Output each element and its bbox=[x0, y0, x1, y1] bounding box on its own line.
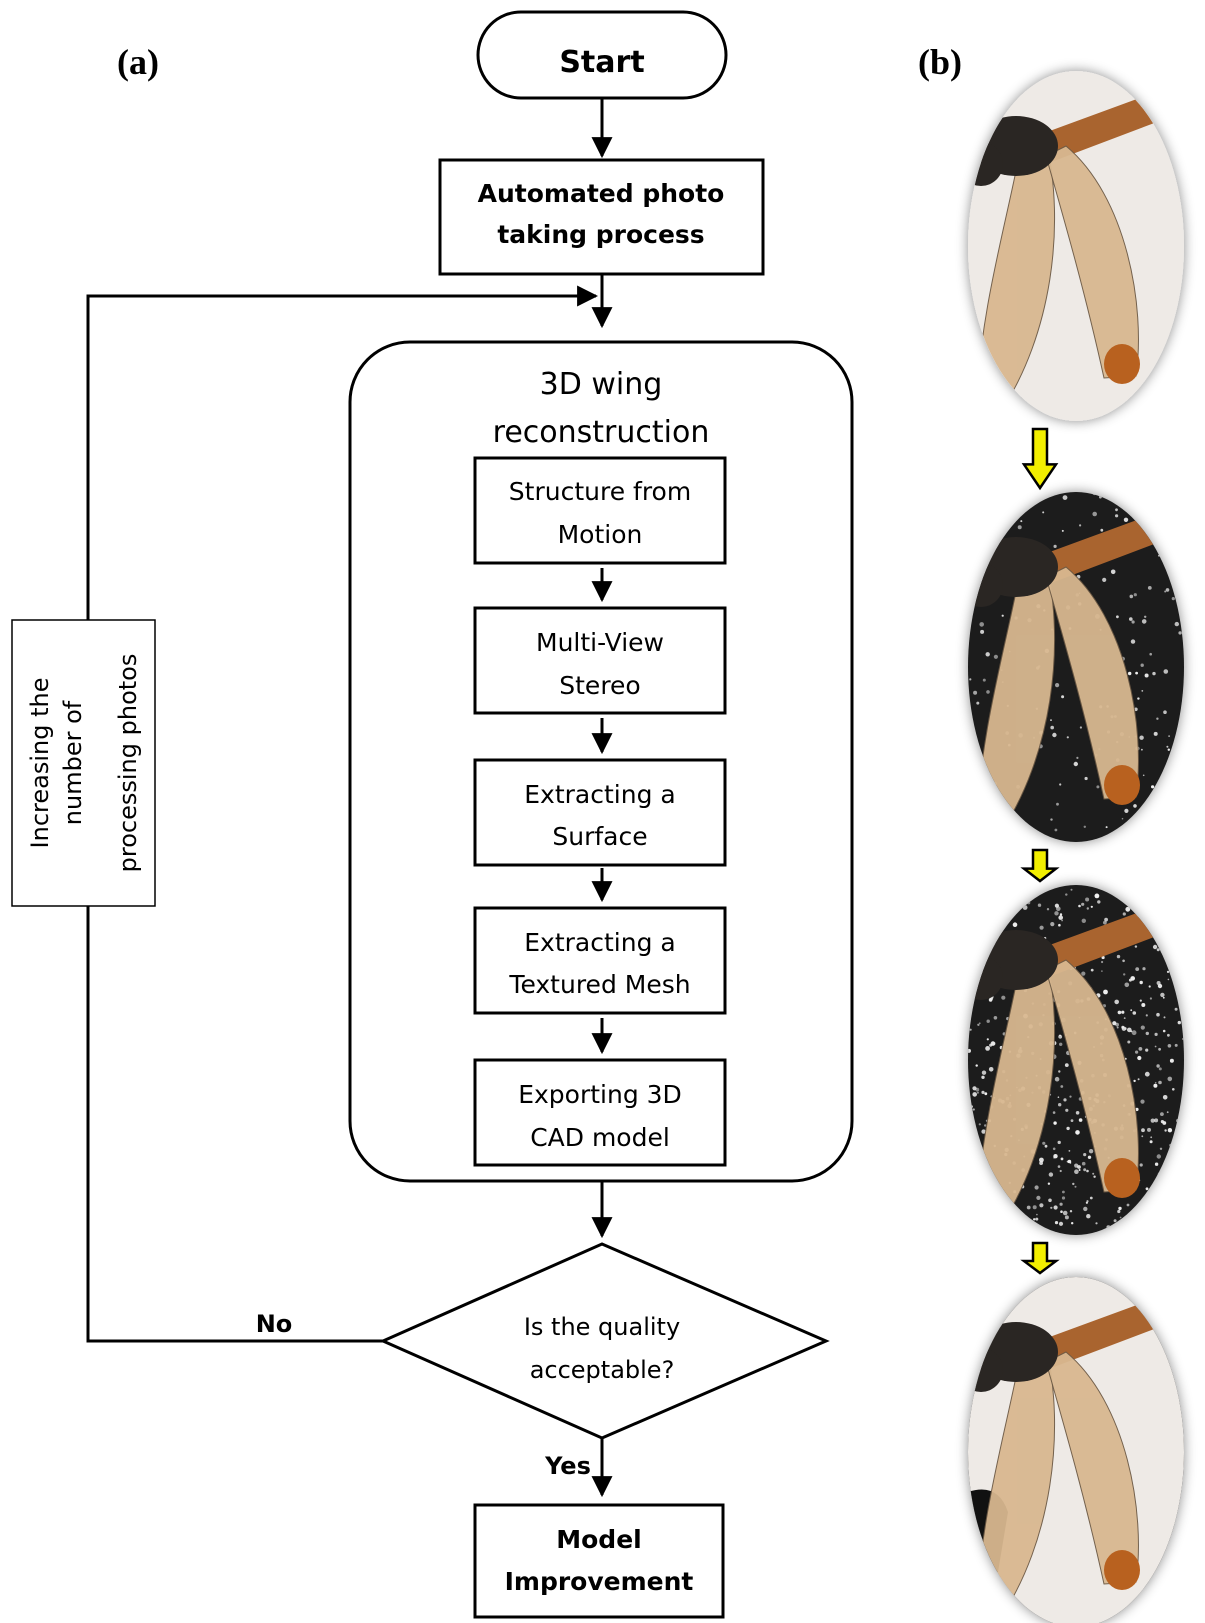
dragonfly-head bbox=[968, 956, 1003, 1000]
wing-tip bbox=[1104, 344, 1140, 384]
photo-process-line-1: Automated photo bbox=[478, 179, 725, 208]
step-box-mvs bbox=[473, 606, 727, 715]
step-box-mesh bbox=[473, 906, 727, 1015]
sequence-arrow bbox=[1021, 427, 1059, 491]
sequence-arrow bbox=[1020, 848, 1060, 883]
wing-tip bbox=[1104, 1550, 1140, 1590]
panel-label-a: (a) bbox=[117, 42, 159, 82]
wing-tip bbox=[970, 795, 1010, 839]
step-mesh-line-1: Extracting a bbox=[524, 928, 675, 957]
loop-label: Increasing the number of processing phot… bbox=[26, 654, 142, 873]
photo-textured-mesh bbox=[968, 1277, 1184, 1623]
step-export-line-1: Exporting 3D bbox=[518, 1080, 682, 1109]
wing-tip bbox=[1104, 765, 1140, 805]
reconstruction-title-line-1: 3D wing bbox=[540, 367, 663, 402]
dragonfly-head bbox=[968, 563, 1003, 607]
photo-process-box bbox=[438, 158, 765, 276]
step-mesh-line-2: Textured Mesh bbox=[508, 970, 690, 999]
step-box-export bbox=[473, 1058, 727, 1167]
panel-label-b: (b) bbox=[918, 42, 962, 82]
step-box-surface bbox=[473, 758, 727, 867]
step-export-line-2: CAD model bbox=[530, 1123, 670, 1152]
photo-sequence bbox=[968, 71, 1184, 1623]
reconstruction-title-line-2: reconstruction bbox=[493, 415, 710, 450]
step-sfm-line-2: Motion bbox=[558, 520, 643, 549]
no-label: No bbox=[256, 1310, 293, 1338]
flowchart bbox=[11, 10, 854, 1619]
decision-diamond bbox=[379, 1242, 830, 1440]
photo-sparse-point-cloud bbox=[968, 492, 1184, 842]
step-mvs-line-2: Stereo bbox=[559, 671, 640, 700]
loop-label-line-1: Increasing the bbox=[26, 678, 54, 849]
end-line-2: Improvement bbox=[505, 1567, 694, 1596]
step-mvs-line-1: Multi-View bbox=[536, 628, 664, 657]
step-sfm-line-1: Structure from bbox=[509, 477, 691, 506]
dragonfly-head bbox=[968, 142, 1003, 186]
photo-photo bbox=[968, 71, 1184, 421]
end-line-1: Model bbox=[556, 1525, 641, 1554]
dragonfly-head bbox=[968, 1348, 1003, 1392]
loop-label-line-2: number of bbox=[59, 700, 87, 825]
wing-tip bbox=[970, 1188, 1010, 1232]
yes-label: Yes bbox=[544, 1452, 591, 1480]
sequence-arrow bbox=[1020, 1241, 1060, 1275]
decision-line-1: Is the quality bbox=[524, 1313, 680, 1341]
photo-dense-point-cloud bbox=[968, 885, 1184, 1235]
step-surface-line-1: Extracting a bbox=[524, 780, 675, 809]
photo-process-line-2: taking process bbox=[497, 220, 704, 249]
start-label: Start bbox=[559, 45, 644, 80]
end-box bbox=[473, 1503, 725, 1619]
step-box-sfm bbox=[473, 456, 727, 565]
loop-label-box bbox=[11, 619, 156, 907]
decision-line-2: acceptable? bbox=[530, 1356, 675, 1384]
wing-tip bbox=[1104, 1158, 1140, 1198]
step-surface-line-2: Surface bbox=[552, 822, 647, 851]
loop-label-line-3: processing photos bbox=[114, 654, 142, 873]
wing-tip bbox=[970, 374, 1010, 418]
wing-tip bbox=[970, 1580, 1010, 1623]
